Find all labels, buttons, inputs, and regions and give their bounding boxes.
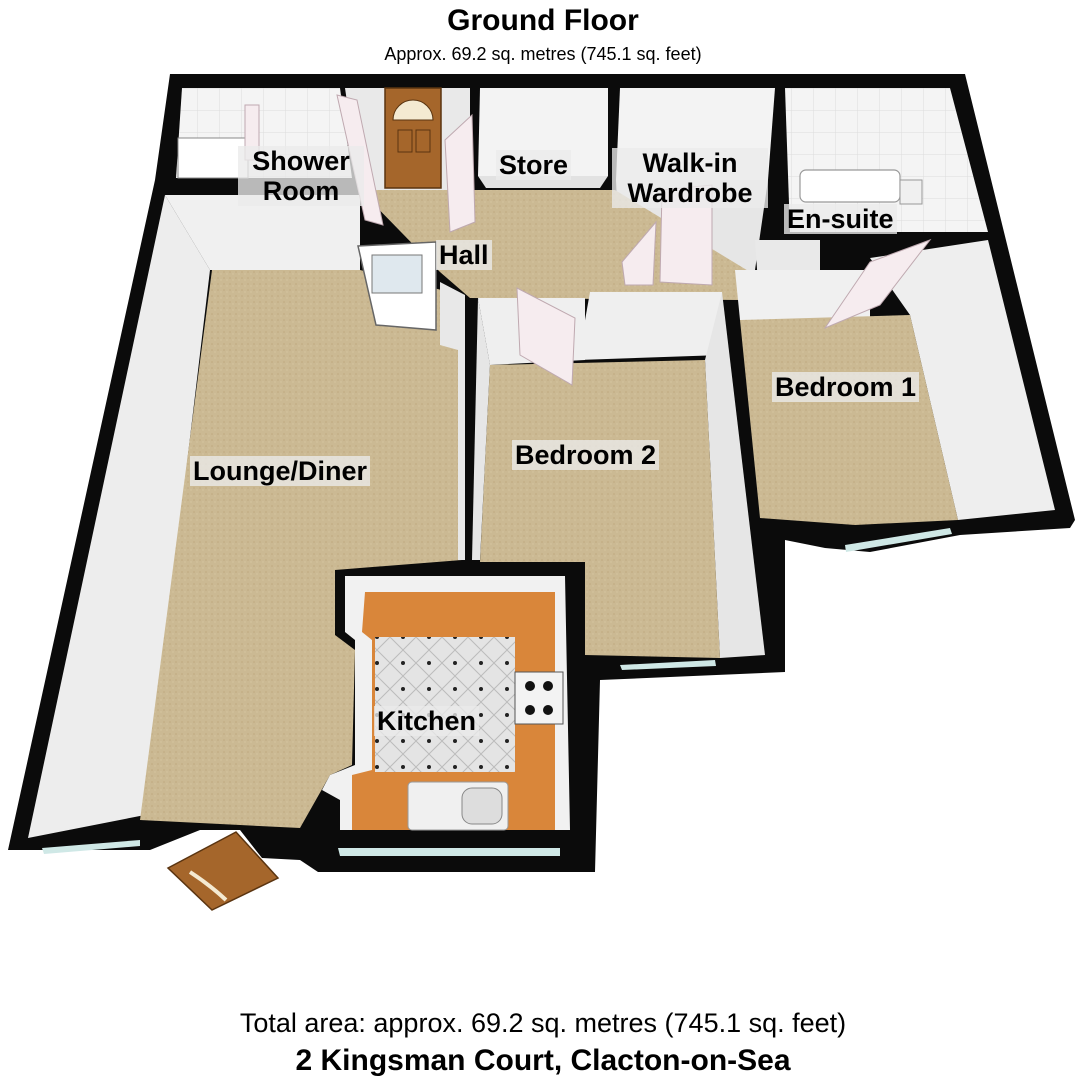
total-area-text: Total area: approx. 69.2 sq. metres (745… [239, 1008, 847, 1038]
bedroom-2-label: Bedroom 2 [512, 440, 660, 470]
floor-title: Ground Floor [447, 4, 639, 37]
walk-in-wardrobe-label: Walk-in Wardrobe [612, 148, 768, 208]
bedroom-1-label: Bedroom 1 [772, 372, 920, 402]
floor-area-subtitle: Approx. 69.2 sq. metres (745.1 sq. feet) [384, 44, 702, 64]
windows [42, 528, 952, 856]
floor-plan [8, 74, 1075, 911]
kitchen-label: Kitchen [374, 706, 480, 736]
shower-room-label: Shower Room [238, 146, 364, 206]
shower-room-label-line1: Shower [252, 146, 350, 176]
lounge-diner-label: Lounge/Diner [190, 456, 370, 486]
walk-in-wardrobe-label-line2: Wardrobe [627, 178, 753, 208]
store-label: Store [496, 150, 572, 180]
en-suite-label: En-suite [784, 204, 897, 234]
front-door [166, 831, 280, 911]
walk-in-wardrobe-label-line1: Walk-in [642, 148, 738, 178]
bedroom-1-area [735, 240, 1055, 525]
shower-room-label-line2: Room [262, 176, 340, 206]
hall-label: Hall [436, 240, 492, 270]
property-address: 2 Kingsman Court, Clacton-on-Sea [295, 1044, 791, 1077]
lounge-diner-area [28, 195, 465, 838]
kitchen-area [322, 576, 570, 831]
